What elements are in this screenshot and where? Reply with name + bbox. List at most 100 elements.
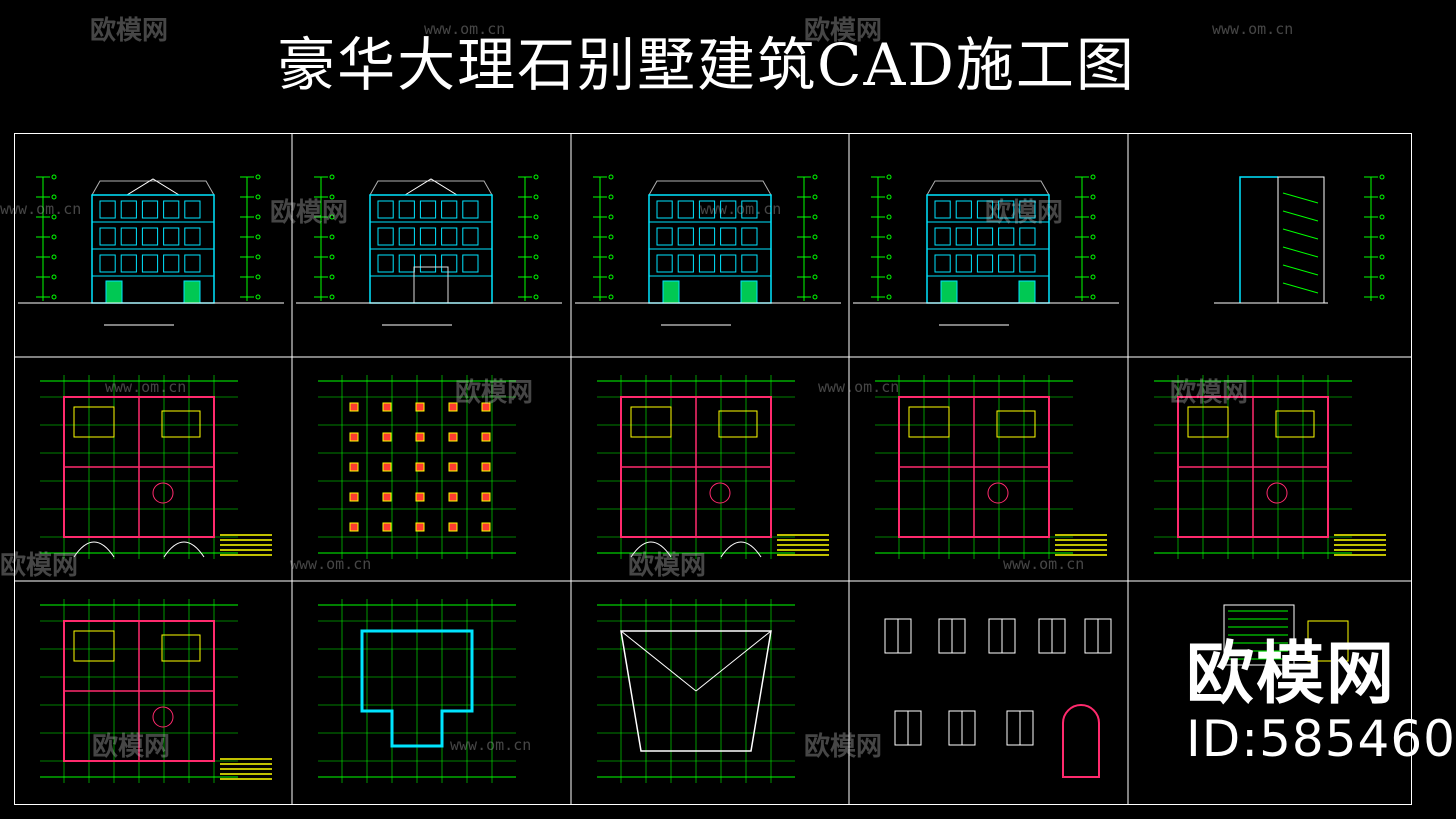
window <box>677 254 694 273</box>
column-footing <box>382 492 392 502</box>
window <box>955 227 972 246</box>
watermark-brand: 欧模网 <box>804 732 883 762</box>
stair-flight <box>1282 228 1319 240</box>
watermark-url: www.om.cn <box>290 555 372 573</box>
furniture <box>996 410 1036 438</box>
watermark-url: www.om.cn <box>818 378 900 396</box>
window <box>377 254 394 273</box>
attic-outline <box>360 629 474 748</box>
column-footing <box>415 462 425 472</box>
window <box>698 227 716 246</box>
furniture <box>1187 406 1229 438</box>
arch-window <box>1018 280 1036 304</box>
column-footing <box>415 402 425 412</box>
stair-flight <box>1282 246 1319 258</box>
panel-plan-first <box>597 375 829 559</box>
window <box>698 200 716 219</box>
watermark-url: www.om.cn <box>1212 20 1294 38</box>
window <box>398 200 415 219</box>
stair-flight <box>1282 210 1319 222</box>
stair-outline <box>1223 604 1295 666</box>
window <box>99 200 116 219</box>
window <box>1019 227 1036 246</box>
panel-plan-roof <box>597 599 795 783</box>
window <box>419 254 437 273</box>
column-footing <box>349 402 359 412</box>
window <box>163 227 180 246</box>
window <box>720 227 737 246</box>
furniture <box>73 630 115 662</box>
arched-door <box>1062 704 1100 778</box>
window <box>976 227 994 246</box>
brand-id: ID:585460 <box>1186 710 1456 768</box>
window <box>163 254 180 273</box>
watermark-url: www.om.cn <box>424 20 506 38</box>
stair-flight <box>1282 192 1319 204</box>
window <box>398 254 415 273</box>
column-footing <box>349 492 359 502</box>
watermark-brand: 欧模网 <box>1170 378 1249 408</box>
window <box>462 200 479 219</box>
section-wall <box>1239 176 1278 303</box>
panel-elevation-front <box>18 174 284 326</box>
window <box>677 200 694 219</box>
column-footing <box>481 462 491 472</box>
panel-plan-foundation <box>318 375 516 559</box>
column-footing <box>448 402 458 412</box>
arch-window <box>183 280 201 304</box>
column-footing <box>448 432 458 442</box>
window <box>141 200 159 219</box>
window <box>656 200 673 219</box>
column-footing <box>481 492 491 502</box>
panel-stair-details <box>1223 604 1349 666</box>
column-footing <box>448 462 458 472</box>
column-footing <box>448 522 458 532</box>
curved-stair <box>630 541 672 558</box>
panel-plan-third <box>1154 375 1386 559</box>
drawing-sheet <box>14 133 1412 805</box>
panel-plan-second <box>875 375 1107 559</box>
furniture <box>73 406 115 438</box>
window <box>419 200 437 219</box>
panel-plan-ground <box>40 375 272 559</box>
panel-elevation-rear <box>296 174 562 326</box>
roof-ridge <box>695 630 772 692</box>
window <box>1019 200 1036 219</box>
landing <box>1307 620 1349 662</box>
column-footing <box>349 432 359 442</box>
window <box>656 227 673 246</box>
watermark-brand: 欧模网 <box>92 732 171 762</box>
window <box>976 200 994 219</box>
window <box>462 254 479 273</box>
window <box>184 227 201 246</box>
window <box>698 254 716 273</box>
arch-window <box>740 280 758 304</box>
arch-window <box>940 280 958 304</box>
curved-stair <box>720 541 762 558</box>
panel-plan-roof-attic <box>318 599 516 783</box>
watermark-brand: 欧模网 <box>804 16 883 46</box>
panel-window-details <box>884 618 1112 778</box>
table <box>152 706 174 728</box>
watermark-brand: 欧模网 <box>270 198 349 228</box>
window <box>741 227 758 246</box>
drawing-title: 豪华大理石别墅建筑CAD施工图 <box>277 31 1136 99</box>
window <box>720 200 737 219</box>
curved-stair <box>163 541 205 558</box>
window <box>677 227 694 246</box>
window <box>141 227 159 246</box>
curved-stair <box>73 541 115 558</box>
column-footing <box>415 522 425 532</box>
watermark-brand: 欧模网 <box>628 551 707 581</box>
table <box>987 482 1009 504</box>
window <box>656 254 673 273</box>
table <box>152 482 174 504</box>
window <box>99 227 116 246</box>
window <box>741 254 758 273</box>
roof-outline <box>620 630 772 752</box>
window <box>377 227 394 246</box>
roof-outline <box>91 180 215 196</box>
panel-elevation-side-right <box>853 174 1119 326</box>
cad-sheet-svg <box>14 133 1412 805</box>
furniture <box>1275 410 1315 438</box>
